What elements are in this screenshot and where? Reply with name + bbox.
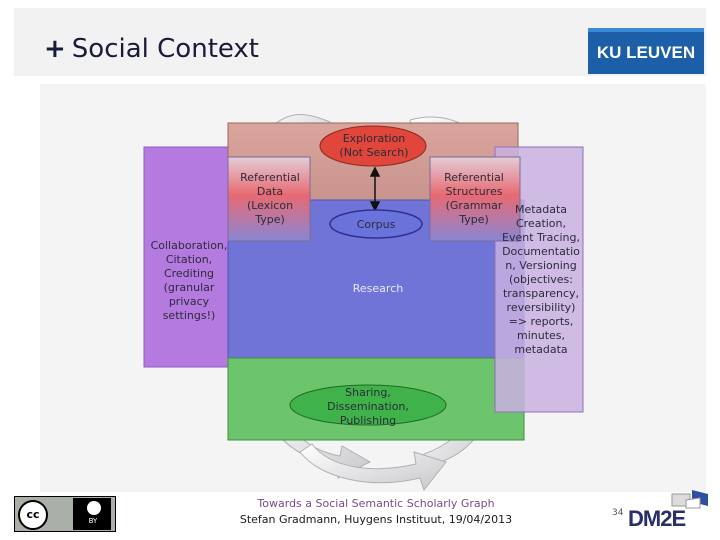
refdata-line-2: Data (257, 185, 283, 198)
refstruct-line-3: (Grammar (446, 199, 503, 212)
title-plus: + (44, 34, 66, 64)
exploration-line-2: (Not Search) (339, 146, 408, 159)
refstruct-line-4: Type) (458, 213, 489, 226)
collab-line-4: (granular (164, 281, 215, 294)
metadata-line-1: Metadata (515, 203, 567, 216)
refstruct-line-2: Structures (446, 185, 503, 198)
slide-title: +Social Context (44, 34, 259, 64)
person-icon (87, 501, 101, 515)
metadata-line-7: transparency, (503, 287, 579, 300)
metadata-line-9: => reports, (509, 315, 574, 328)
collab-line-3: Crediting (164, 267, 214, 280)
corpus-oval (329, 209, 423, 239)
referential-structures-box (429, 156, 521, 242)
metadata-line-4: Documentatio (502, 245, 580, 258)
collab-line-1: Collaboration, (151, 239, 228, 252)
sharing-line-2: Dissemination, (327, 400, 409, 413)
metadata-line-8: reversibility) (507, 301, 576, 314)
creative-commons-badge: cc BY (14, 496, 116, 532)
ku-leuven-logo: KU LEUVEN (588, 28, 704, 74)
exploration-corpus-arrow (369, 166, 381, 212)
dm2e-logo: DM2E (628, 506, 686, 531)
refdata-line-4: Type) (254, 213, 285, 226)
exploration-oval (319, 125, 427, 167)
metadata-line-11: metadata (514, 343, 567, 356)
metadata-line-10: minutes, (517, 329, 565, 342)
metadata-line-2: Creation, (516, 217, 566, 230)
refstruct-line-1: Referential (444, 171, 504, 184)
title-text: Social Context (71, 34, 260, 64)
sharing-oval (289, 384, 447, 426)
metadata-line-3: Event Tracing, (502, 231, 580, 244)
page-number: 34 (612, 508, 624, 518)
collab-line-6: settings!) (163, 309, 216, 322)
corpus-label: Corpus (357, 218, 396, 231)
metadata-line-5: n, Versioning (505, 259, 576, 272)
collab-line-5: privacy (169, 295, 210, 308)
metadata-line-6: (objectives: (509, 273, 573, 286)
bottom-cycle-arrow (299, 443, 447, 492)
by-label: BY (88, 517, 98, 525)
dm2e-logo-graphic (671, 490, 708, 509)
refdata-line-1: Referential (240, 171, 300, 184)
footer-title: Towards a Social Semantic Scholarly Grap… (257, 497, 495, 510)
refdata-line-3: (Lexicon (247, 199, 293, 212)
sharing-line-1: Sharing, (345, 386, 391, 399)
footer-author: Stefan Gradmann, Huygens Instituut, 19/0… (239, 513, 513, 526)
referential-data-box (227, 156, 311, 242)
collab-line-2: Citation, (166, 253, 212, 266)
research-label: Research (353, 282, 403, 295)
sharing-line-3: Publishing (340, 414, 396, 427)
collaboration-panel (143, 146, 245, 368)
exploration-line-1: Exploration (343, 132, 406, 145)
cc-icon: cc (18, 500, 48, 530)
